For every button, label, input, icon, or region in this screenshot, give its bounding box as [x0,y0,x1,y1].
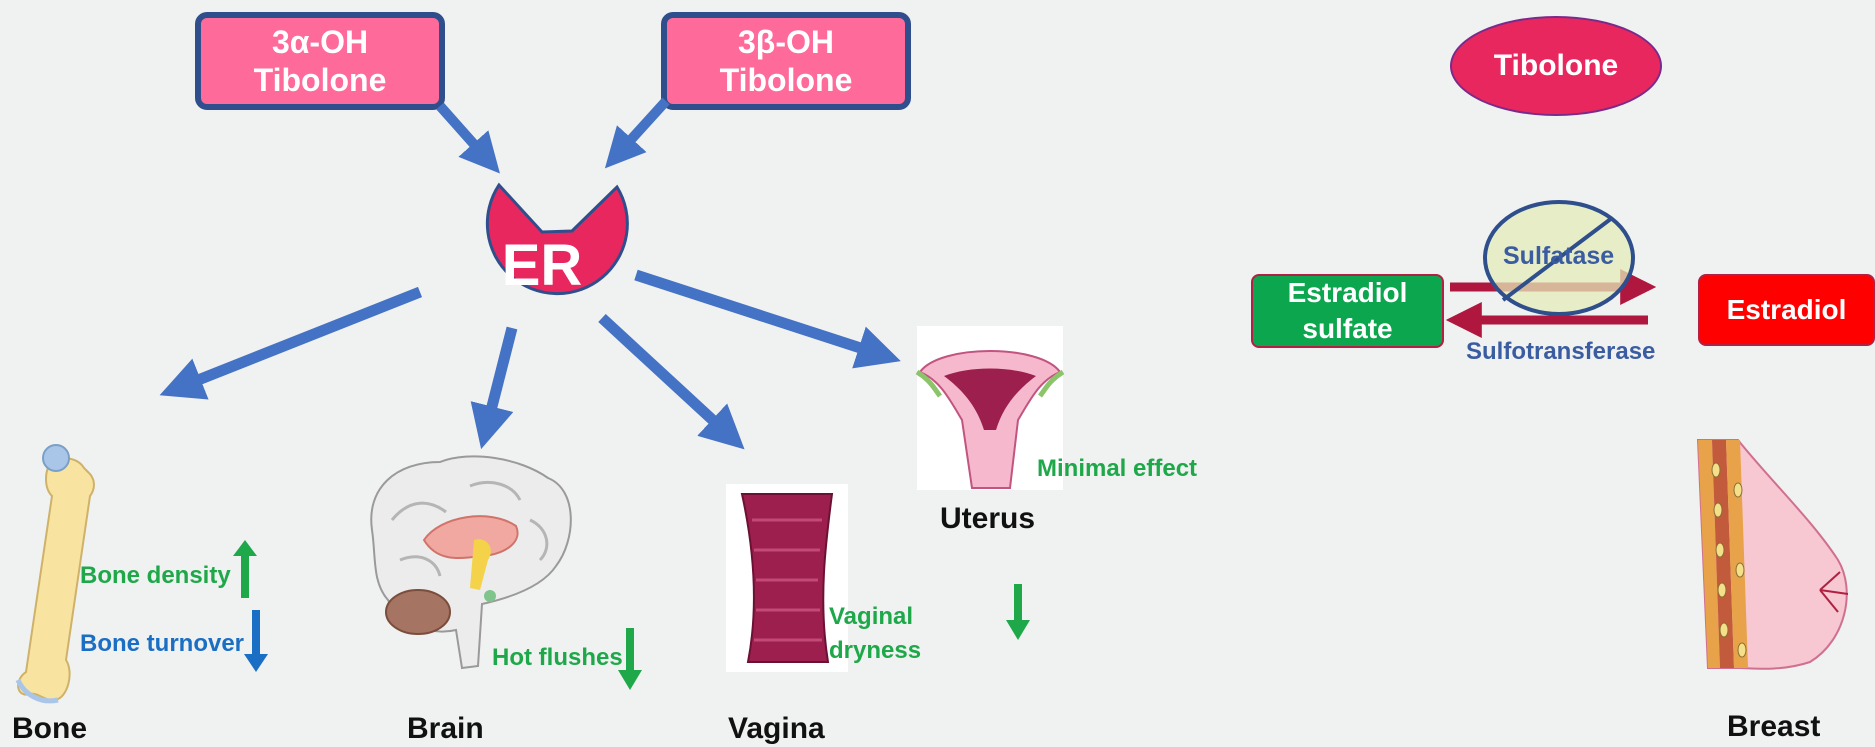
tissue-label-uterus: Uterus [940,502,1035,536]
tissue-label-bone: Bone [12,712,87,746]
bone-turnover-label: Bone turnover [80,630,244,658]
hot-flushes-down-arrow [618,670,642,690]
vaginal-dryness-line-2: dryness [829,634,921,668]
arrow-er-to-bone [178,292,420,388]
er-label: ER [496,232,588,299]
vaginal-dryness-label: Vaginal dryness [829,600,921,668]
bone-density-up-arrow [233,540,257,556]
tibolone-ellipse: Tibolone [1450,16,1662,116]
tissue-label-brain: Brain [407,712,484,746]
tissue-label-vagina: Vagina [728,712,825,746]
bone-density-label: Bone density [80,562,231,590]
sulfatase-label: Sulfatase [1503,242,1614,271]
estradiol-sulfate-box: Estradiol sulfate [1251,274,1444,348]
hot-flushes-label: Hot flushes [492,644,623,672]
vaginal-dryness-line-1: Vaginal [829,600,921,634]
minimal-effect-label: Minimal effect [1037,455,1197,483]
bone-turnover-down-arrow [244,654,268,672]
arrow-beta-to-er [617,101,666,155]
breast-illustration [1698,440,1848,669]
arrow-er-to-uterus [636,275,882,355]
arrow-alpha-to-er [440,106,488,160]
brain-illustration [371,456,571,668]
arrow-er-to-vagina [602,318,730,436]
estradiol-sulfate-line-1: Estradiol [1253,275,1442,311]
sulfotransferase-label: Sulfotransferase [1466,338,1655,366]
arrow-er-to-brain [486,328,512,430]
tissue-label-breast: Breast [1727,710,1820,744]
estradiol-sulfate-line-2: sulfate [1253,311,1442,347]
uterus-down-arrow [1006,620,1030,640]
estradiol-box: Estradiol [1698,274,1875,346]
